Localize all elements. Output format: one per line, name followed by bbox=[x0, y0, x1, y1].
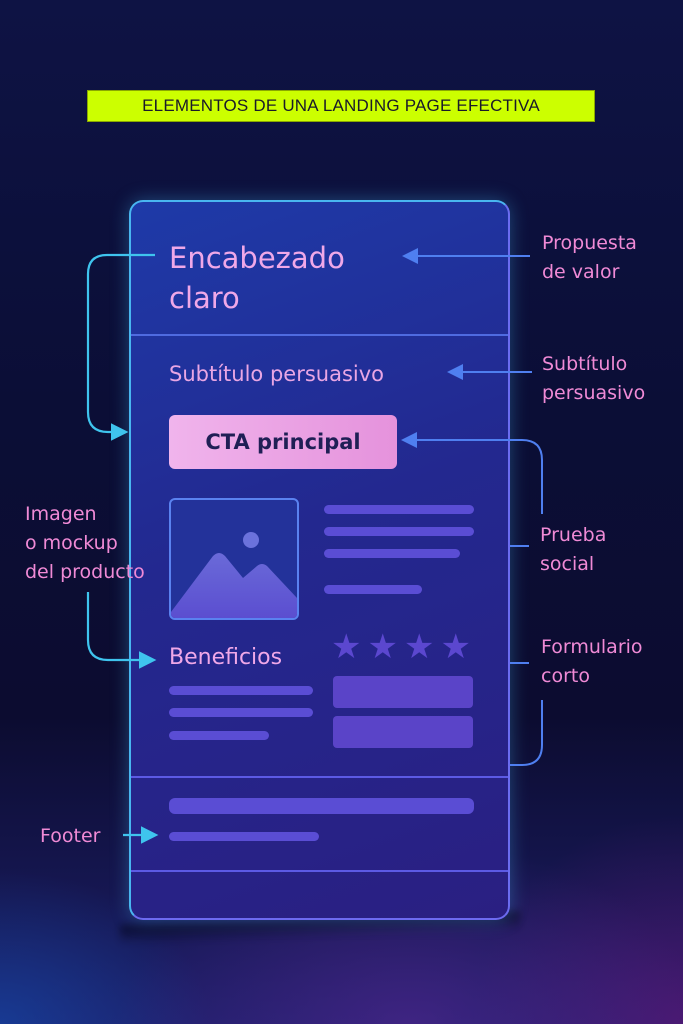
form-field[interactable] bbox=[333, 716, 473, 748]
mockup-heading: Encabezado claro bbox=[169, 238, 345, 318]
annotation-line: Imagen bbox=[25, 503, 97, 525]
annotation-subtitle: Subtítulo persuasivo bbox=[542, 350, 645, 408]
star-icon: ★ bbox=[367, 627, 398, 667]
star-icon: ★ bbox=[440, 627, 471, 667]
annotation-line: Subtítulo bbox=[542, 353, 628, 375]
annotation-line: persuasivo bbox=[542, 382, 646, 404]
form-field[interactable] bbox=[333, 676, 473, 708]
footer-line-placeholder bbox=[169, 798, 474, 814]
annotation-short-form: Formulario corto bbox=[541, 633, 643, 691]
benefit-line-placeholder bbox=[169, 731, 269, 740]
annotation-line: de valor bbox=[542, 261, 620, 283]
cta-label: CTA principal bbox=[205, 430, 361, 454]
annotation-line: Propuesta bbox=[542, 232, 637, 254]
benefit-line-placeholder bbox=[169, 708, 313, 717]
mockup-subtitle: Subtítulo persuasivo bbox=[169, 362, 384, 386]
annotation-line: Formulario bbox=[541, 636, 643, 658]
annotation-value-proposition: Propuesta de valor bbox=[542, 229, 637, 287]
star-icon: ★ bbox=[331, 627, 362, 667]
divider-footer-top bbox=[131, 776, 508, 778]
divider-footer-bottom bbox=[131, 870, 508, 872]
benefits-label: Beneficios bbox=[169, 645, 283, 670]
annotation-footer: Footer bbox=[40, 822, 100, 851]
annotation-line: corto bbox=[541, 665, 590, 687]
title-banner: ELEMENTOS DE UNA LANDING PAGE EFECTIVA bbox=[87, 90, 595, 122]
annotation-image: Imagen o mockup del producto bbox=[25, 500, 145, 587]
annotation-line: Footer bbox=[40, 825, 101, 847]
image-placeholder-icon bbox=[169, 498, 299, 620]
title-text: ELEMENTOS DE UNA LANDING PAGE EFECTIVA bbox=[142, 96, 540, 115]
annotation-line: social bbox=[540, 553, 595, 575]
star-icon: ★ bbox=[403, 627, 435, 667]
cta-button[interactable]: CTA principal bbox=[169, 415, 397, 469]
annotation-line: del producto bbox=[25, 561, 145, 583]
text-line-placeholder bbox=[324, 549, 460, 558]
rating-stars: ★ ★ ★ ★ bbox=[331, 630, 471, 664]
annotation-line: Prueba bbox=[540, 524, 607, 546]
text-line-placeholder bbox=[324, 505, 474, 514]
benefit-line-placeholder bbox=[169, 686, 313, 695]
heading-line-2: claro bbox=[169, 281, 240, 315]
annotation-social-proof: Prueba social bbox=[540, 521, 606, 579]
annotation-line: o mockup bbox=[25, 532, 118, 554]
heading-line-1: Encabezado bbox=[169, 241, 345, 275]
footer-line-placeholder bbox=[169, 832, 319, 841]
text-line-placeholder bbox=[324, 527, 474, 536]
text-line-placeholder bbox=[324, 585, 422, 594]
landing-page-mockup: Encabezado claro Subtítulo persuasivo CT… bbox=[129, 200, 510, 920]
divider-header bbox=[131, 334, 508, 336]
